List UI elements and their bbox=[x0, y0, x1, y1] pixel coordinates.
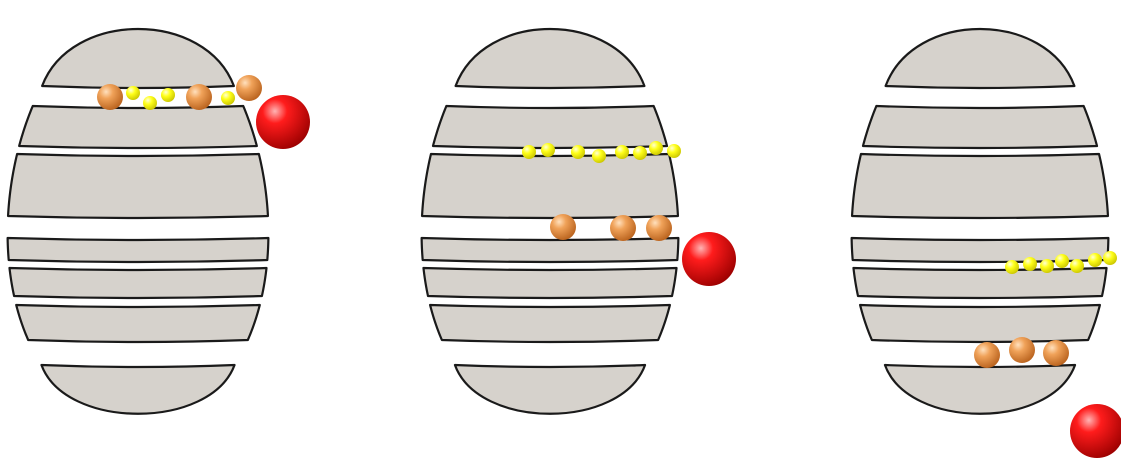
orange-ball bbox=[646, 215, 672, 241]
egg-slice bbox=[422, 154, 678, 218]
egg-slice bbox=[863, 106, 1097, 148]
panel-2 bbox=[422, 29, 736, 414]
egg-slice bbox=[885, 365, 1075, 414]
egg-slice bbox=[9, 268, 266, 298]
egg-slice bbox=[886, 29, 1075, 88]
yellow-ball bbox=[126, 86, 140, 100]
yellow-ball bbox=[1023, 257, 1037, 271]
egg-slice bbox=[456, 29, 645, 88]
panel-3 bbox=[852, 29, 1121, 458]
egg-slice bbox=[852, 154, 1108, 218]
egg-slice bbox=[19, 106, 257, 148]
yellow-ball bbox=[1055, 254, 1069, 268]
egg-slice bbox=[8, 238, 269, 262]
yellow-ball bbox=[143, 96, 157, 110]
egg-slice bbox=[8, 154, 268, 218]
egg-slice bbox=[16, 305, 260, 342]
yellow-ball bbox=[522, 145, 536, 159]
orange-ball bbox=[610, 215, 636, 241]
yellow-ball bbox=[1070, 259, 1084, 273]
yellow-ball bbox=[221, 91, 235, 105]
yellow-ball bbox=[1103, 251, 1117, 265]
yellow-ball bbox=[541, 143, 555, 157]
yellow-ball bbox=[571, 145, 585, 159]
egg-slice bbox=[852, 238, 1109, 262]
orange-ball bbox=[236, 75, 262, 101]
yellow-ball bbox=[633, 146, 647, 160]
egg-slice bbox=[433, 106, 667, 148]
orange-ball bbox=[1009, 337, 1035, 363]
yellow-ball bbox=[161, 88, 175, 102]
egg-slice bbox=[423, 268, 676, 298]
yellow-ball bbox=[1040, 259, 1054, 273]
yellow-ball bbox=[649, 141, 663, 155]
egg-slice bbox=[853, 268, 1106, 298]
orange-ball bbox=[1043, 340, 1069, 366]
egg-slice bbox=[860, 305, 1100, 342]
red-ball bbox=[256, 95, 310, 149]
orange-ball bbox=[97, 84, 123, 110]
yellow-ball bbox=[1005, 260, 1019, 274]
yellow-ball bbox=[615, 145, 629, 159]
orange-ball bbox=[186, 84, 212, 110]
egg-slice bbox=[41, 365, 234, 414]
yellow-ball bbox=[592, 149, 606, 163]
egg-slice bbox=[455, 365, 645, 414]
orange-ball bbox=[550, 214, 576, 240]
egg-slice bbox=[430, 305, 670, 342]
orange-ball bbox=[974, 342, 1000, 368]
egg-slice bbox=[42, 29, 234, 88]
red-ball bbox=[682, 232, 736, 286]
yellow-ball bbox=[667, 144, 681, 158]
red-ball bbox=[1070, 404, 1121, 458]
egg-slice bbox=[422, 238, 679, 262]
yellow-ball bbox=[1088, 253, 1102, 267]
panel-1 bbox=[8, 29, 310, 414]
